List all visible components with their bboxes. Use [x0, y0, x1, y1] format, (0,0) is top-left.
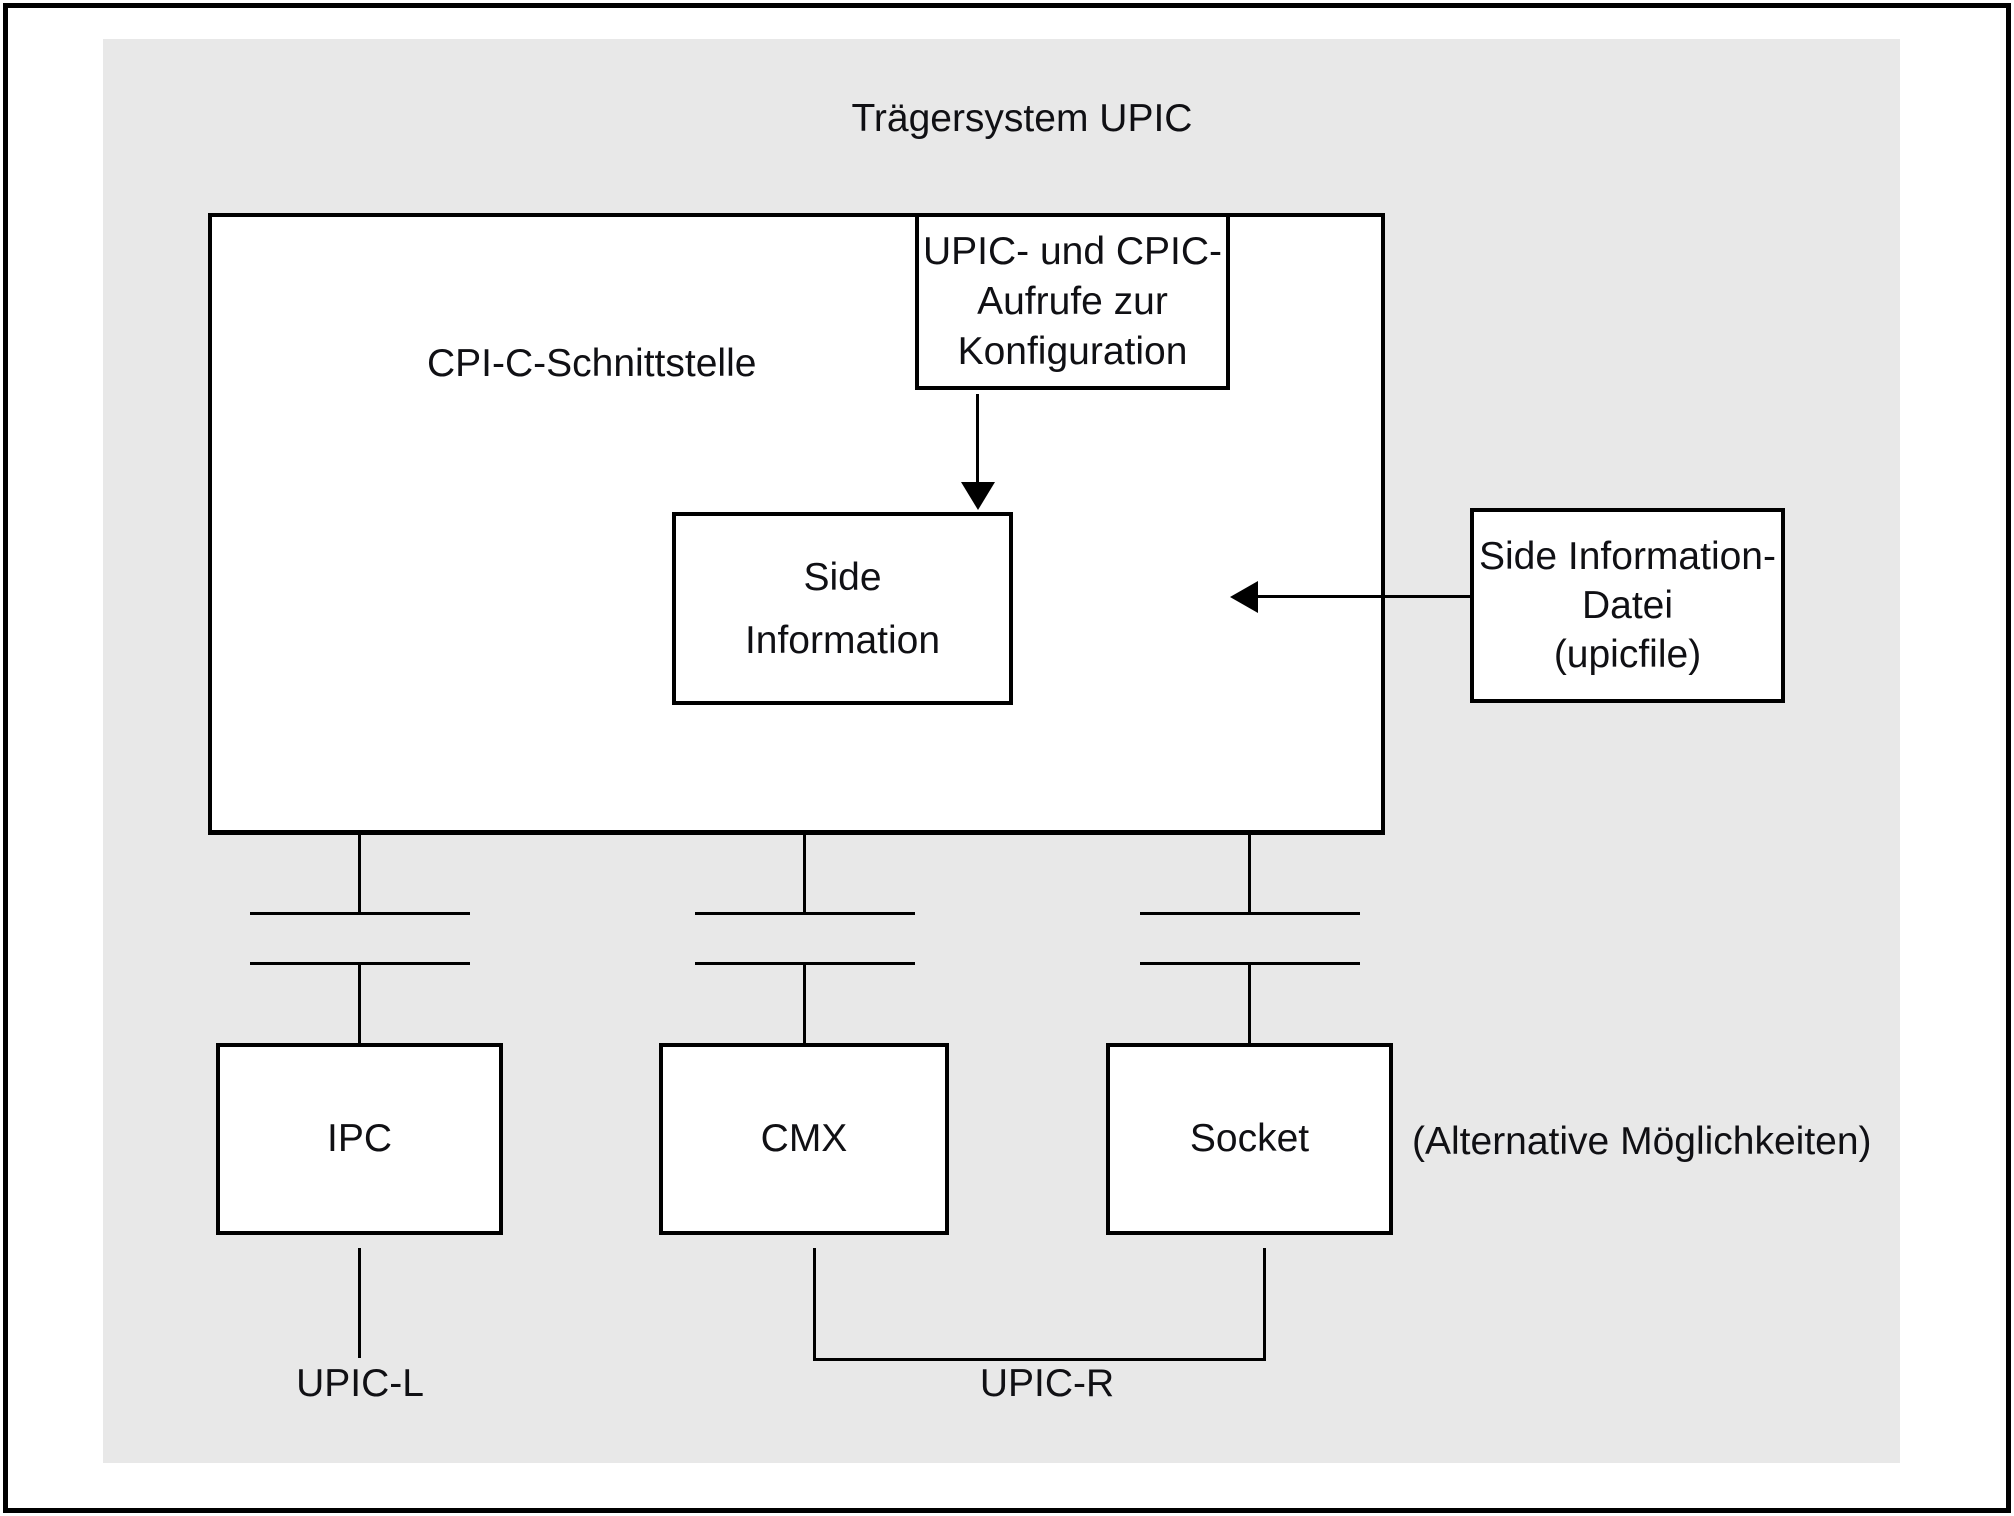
side-information-file-line-3: (upicfile): [1553, 633, 1702, 676]
side-information-file-box: Side Information- Datei (upicfile): [1470, 508, 1785, 703]
side-information-line-1: Side: [803, 555, 882, 599]
cmx-interface-break-upper-line: [695, 912, 915, 915]
side-information-box: Side Information: [672, 512, 1013, 705]
config-calls-line-2: Aufrufe zur: [977, 279, 1168, 323]
upic-r-right-leg-line: [1263, 1248, 1266, 1361]
diagram-title: Trägersystem UPIC: [851, 97, 1193, 140]
socket-interface-break-lower-line: [1140, 962, 1360, 965]
cmx-connector-upper-line: [803, 835, 806, 914]
config-calls-line-1: UPIC- und CPIC-: [922, 229, 1223, 273]
cpi-c-interface-label: CPI-C-Schnittstelle: [427, 342, 757, 385]
side-information-file-line-1: Side Information-: [1479, 535, 1776, 578]
config-to-sideinfo-arrow-line: [976, 394, 979, 482]
side-information-file-line-2: Datei: [1581, 584, 1674, 627]
ipc-connector-lower-line: [358, 965, 361, 1043]
config-calls-line-3: Konfiguration: [957, 329, 1188, 373]
cmx-box: CMX: [659, 1043, 949, 1235]
cmx-connector-lower-line: [803, 965, 806, 1043]
ipc-interface-break-lower-line: [250, 962, 470, 965]
upic-l-label: UPIC-L: [296, 1362, 424, 1405]
file-to-carrier-arrowhead-icon: [1230, 581, 1258, 613]
socket-connector-lower-line: [1248, 965, 1251, 1043]
upic-l-connector-line: [358, 1248, 361, 1358]
upic-r-bracket-line: [813, 1358, 1266, 1361]
ipc-label: IPC: [326, 1117, 392, 1160]
cmx-label: CMX: [760, 1117, 848, 1160]
alternatives-note: (Alternative Möglichkeiten): [1412, 1120, 1872, 1163]
ipc-box: IPC: [216, 1043, 503, 1235]
socket-connector-upper-line: [1248, 835, 1251, 914]
upic-r-left-leg-line: [813, 1248, 816, 1361]
ipc-interface-break-upper-line: [250, 912, 470, 915]
side-information-line-2: Information: [744, 618, 941, 662]
config-calls-box: UPIC- und CPIC- Aufrufe zur Konfiguratio…: [915, 213, 1230, 390]
config-to-sideinfo-arrowhead-icon: [961, 482, 995, 510]
cmx-interface-break-lower-line: [695, 962, 915, 965]
file-to-carrier-arrow-line: [1256, 595, 1470, 598]
upic-r-label: UPIC-R: [979, 1362, 1115, 1405]
ipc-connector-upper-line: [358, 835, 361, 914]
socket-interface-break-upper-line: [1140, 912, 1360, 915]
socket-box: Socket: [1106, 1043, 1393, 1235]
socket-label: Socket: [1189, 1117, 1310, 1160]
